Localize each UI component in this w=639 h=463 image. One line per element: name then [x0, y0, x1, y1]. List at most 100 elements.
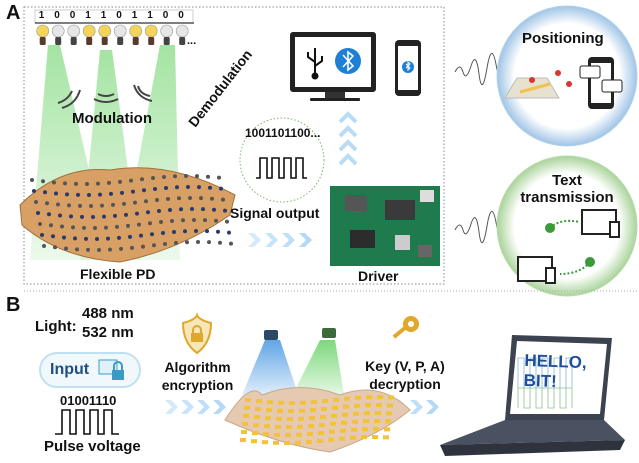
sensor-pixel [372, 435, 378, 440]
pd-pixel [153, 186, 157, 191]
sensor-pixel [385, 419, 391, 424]
usb-icon [307, 48, 323, 80]
sensor-pixel [254, 415, 260, 420]
pd-pixel [148, 221, 152, 226]
pd-pixel [104, 225, 108, 230]
sensor-pixel [319, 423, 325, 428]
sensor-pixel [297, 424, 303, 429]
pd-pixel [190, 207, 194, 212]
pd-pixel [32, 189, 36, 193]
pd-pixel [36, 211, 40, 215]
sensor-pixel [307, 432, 313, 437]
sensor-pixel [288, 408, 294, 413]
sensor-pixel [332, 405, 338, 410]
chevron [299, 233, 312, 247]
pd-pixel [221, 197, 225, 202]
pd-pixel [69, 214, 73, 219]
light-bulb-icon [36, 24, 50, 45]
panel-a-frame [23, 6, 445, 285]
pd-pixel [54, 191, 58, 196]
sensor-pixel [317, 439, 323, 444]
chevron [197, 400, 210, 414]
pd-pixel [111, 202, 115, 207]
chevron [181, 400, 194, 414]
pd-pixel [206, 174, 210, 179]
bit-digit: 0 [178, 10, 184, 21]
sensor-pixel [331, 413, 337, 418]
sensor-pixel [351, 427, 357, 432]
pd-pixel [71, 225, 75, 230]
pd-pixel [192, 218, 196, 223]
pd-pixel [140, 177, 144, 182]
driver-label: Driver [358, 268, 399, 284]
pd-pixel [195, 174, 199, 179]
pd-pixel [38, 222, 42, 226]
pd-pixel [126, 223, 130, 228]
driver-board [330, 186, 440, 266]
wireless-wave-icon [57, 84, 153, 109]
sensor-pixel [340, 428, 346, 433]
pd-pixel [120, 190, 124, 195]
screen-text-line1: HELLO, [524, 350, 588, 373]
text-transmission-line2: transmission [520, 189, 614, 206]
pd-pixel [212, 207, 216, 212]
pd-pixel [40, 233, 44, 237]
pd-pixel [119, 246, 123, 251]
chevron [265, 233, 278, 247]
pd-pixel [45, 201, 49, 206]
pd-pixel [41, 179, 45, 184]
pd-pixel [80, 214, 84, 219]
bit-digit: 0 [162, 10, 169, 21]
panel-b-label: B [6, 294, 21, 316]
pd-pixel [150, 232, 154, 237]
sensor-pixel [383, 435, 389, 440]
light-bulb-icon [67, 24, 80, 45]
pd-pixel [34, 200, 38, 204]
chevron-arrows [165, 400, 226, 414]
blue-light-source [264, 330, 278, 340]
pd-pixel [219, 186, 223, 191]
bluetooth-icon [335, 48, 361, 74]
sensor-pixel [387, 403, 393, 408]
sensor-pixel [242, 422, 248, 426]
sensor-pixel [309, 416, 315, 421]
input-label: Input [50, 361, 90, 378]
pd-pixel [62, 235, 66, 240]
pd-pixel [117, 235, 121, 240]
pd-pixel [96, 181, 100, 186]
pd-pixel [177, 196, 181, 201]
sensor-pixel [318, 431, 324, 436]
pd-pixel [113, 213, 117, 218]
signal-output-label: Signal output [230, 205, 320, 221]
pd-pixel [115, 224, 119, 229]
key-line1: Key (V, P, A) [365, 358, 445, 374]
sensor-pixel [361, 435, 367, 440]
sensor-pixel [262, 440, 268, 445]
pd-pixel [199, 196, 203, 201]
light-label: Light: [35, 318, 77, 335]
sensor-pixel [278, 400, 284, 405]
pd-pixel [151, 175, 155, 180]
pd-pixel [157, 208, 161, 213]
sensor-pixel [342, 412, 348, 417]
pd-pixel [179, 207, 183, 212]
pd-pixel [146, 210, 150, 215]
pd-pixel [161, 230, 165, 235]
sensor-pixel [295, 440, 301, 445]
sensor-pixel [328, 437, 334, 442]
positioning-label: Positioning [522, 30, 604, 47]
pd-pixel [56, 202, 60, 207]
sensor-pixel [322, 399, 328, 404]
chevron [410, 400, 423, 414]
pd-pixel [49, 223, 53, 228]
chevron [165, 400, 178, 414]
sensor-pixel [329, 429, 335, 434]
pd-pixel [52, 180, 56, 185]
pd-pixel [109, 191, 113, 196]
pd-pixel [100, 203, 104, 208]
sensor-pixel [341, 420, 347, 425]
flexible-pd-sheet [19, 167, 236, 263]
sensor-pixel [243, 414, 249, 418]
